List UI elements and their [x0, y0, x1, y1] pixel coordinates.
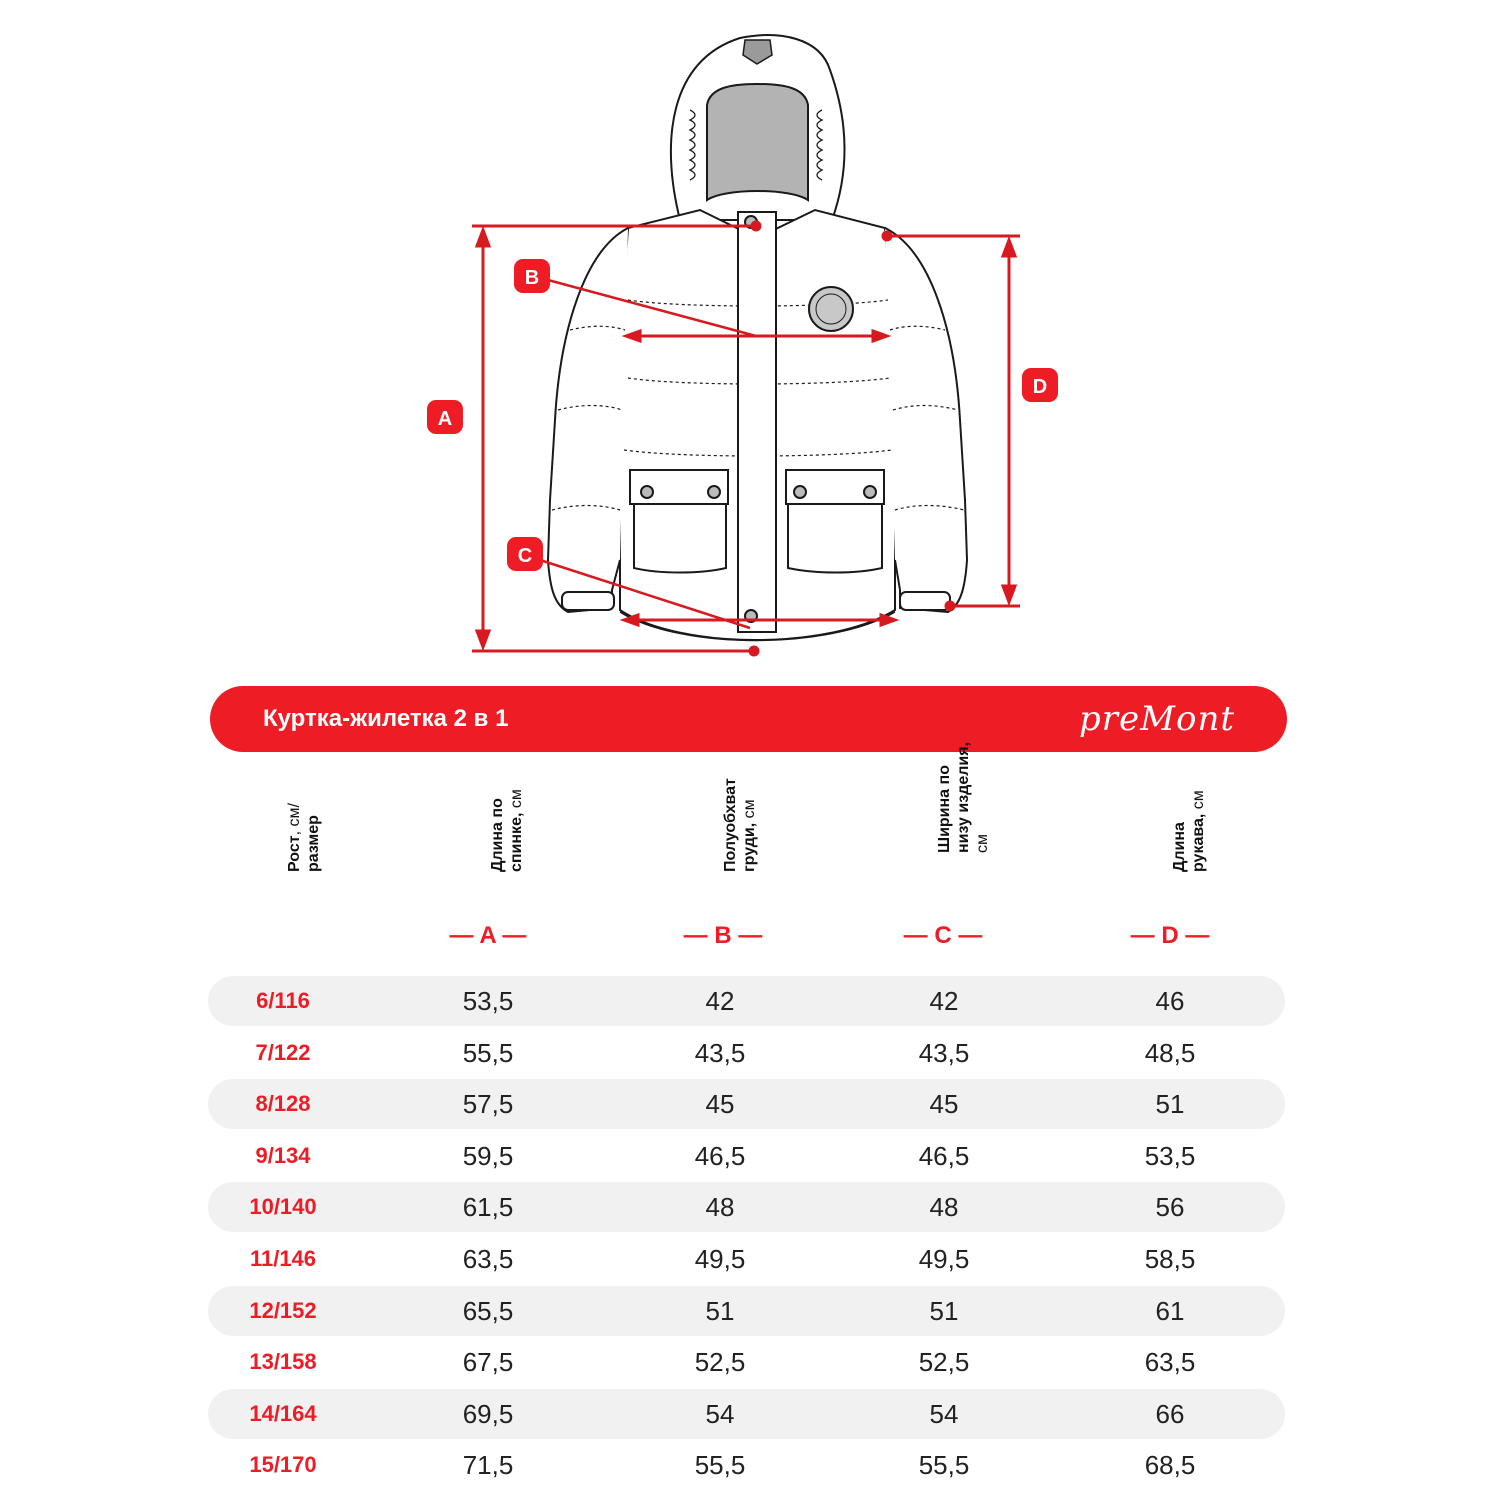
svg-text:A: A — [438, 408, 452, 430]
table-row: 11/146 63,5 49,5 49,5 58,5 — [208, 1234, 1285, 1284]
table-row: 12/152 65,5 51 51 61 — [208, 1285, 1285, 1336]
table-row: 8/128 57,5 45 45 51 — [208, 1079, 1285, 1130]
cell-sleeve-length: 66 — [1155, 1398, 1185, 1429]
cell-chest-half: 46,5 — [694, 1140, 746, 1171]
cell-sleeve-length: 46 — [1155, 986, 1185, 1016]
jacket-diagram: A B C D — [427, 34, 1058, 657]
cell-sleeve-length: 61 — [1155, 1295, 1185, 1326]
label-d: D — [1022, 368, 1058, 402]
brand-logo: preMont — [1079, 699, 1235, 739]
label-a: A — [427, 400, 463, 434]
letter-a: — A — — [449, 922, 527, 949]
cell-chest-half: 49,5 — [694, 1244, 746, 1274]
cell-hem-width: 52,5 — [918, 1347, 970, 1378]
svg-text:B: B — [525, 267, 539, 289]
label-c: C — [507, 537, 543, 571]
table-row: 6/116 53,5 42 42 46 — [208, 976, 1285, 1026]
cell-chest-half: 55,5 — [694, 1450, 746, 1481]
label-b: B — [514, 259, 550, 293]
table-row: 13/158 67,5 52,5 52,5 63,5 — [208, 1337, 1285, 1387]
header-chest-half: Полуобхват груди, см — [722, 778, 758, 872]
product-banner: Куртка-жилетка 2 в 1 preMont — [210, 686, 1287, 752]
cell-hem-width: 51 — [929, 1295, 959, 1326]
cell-size: 9/134 — [255, 1142, 311, 1168]
cell-back-length: 67,5 — [462, 1347, 514, 1378]
cell-sleeve-length: 53,5 — [1144, 1140, 1196, 1171]
cell-back-length: 57,5 — [462, 1089, 514, 1120]
cell-back-length: 71,5 — [462, 1450, 514, 1481]
cell-sleeve-length: 48,5 — [1144, 1037, 1196, 1068]
cell-chest-half: 43,5 — [694, 1037, 746, 1068]
cell-size: 14/164 — [249, 1400, 317, 1426]
table-row: 7/122 55,5 43,5 43,5 48,5 — [208, 1028, 1285, 1078]
cell-hem-width: 42 — [929, 986, 959, 1016]
product-title: Куртка-жилетка 2 в 1 — [263, 705, 509, 732]
cell-sleeve-length: 56 — [1155, 1192, 1185, 1223]
cell-back-length: 53,5 — [462, 986, 514, 1016]
cell-chest-half: 54 — [705, 1398, 735, 1429]
header-back-length: Длина по спинке, см — [489, 789, 525, 872]
cell-chest-half: 48 — [705, 1192, 735, 1223]
letter-d: — D — — [1130, 922, 1210, 949]
cell-back-length: 61,5 — [462, 1192, 514, 1223]
header-sleeve-length: Длина рукава, см — [1171, 790, 1207, 872]
cell-hem-width: 55,5 — [918, 1450, 970, 1481]
cell-size: 8/128 — [255, 1091, 311, 1117]
cell-hem-width: 48 — [929, 1192, 959, 1223]
cell-hem-width: 43,5 — [918, 1037, 970, 1068]
cell-back-length: 55,5 — [462, 1037, 514, 1068]
header-hem-width: Ширина по низу изделия, см — [936, 741, 991, 853]
cell-sleeve-length: 51 — [1155, 1089, 1185, 1120]
cell-size: 7/122 — [255, 1039, 311, 1065]
table-row: 9/134 59,5 46,5 46,5 53,5 — [208, 1131, 1285, 1181]
cell-size: 12/152 — [249, 1297, 317, 1323]
svg-text:D: D — [1033, 376, 1047, 398]
cell-size: 11/146 — [249, 1246, 317, 1271]
letter-b: — B — — [683, 922, 763, 949]
measurement-lines — [472, 220, 1020, 657]
letter-c: — C — — [903, 922, 983, 949]
cell-hem-width: 49,5 — [918, 1244, 970, 1274]
table-row: 14/164 69,5 54 54 66 — [208, 1388, 1285, 1439]
cell-size: 15/170 — [249, 1452, 317, 1478]
table-row: 10/140 61,5 48 48 56 — [208, 1182, 1285, 1233]
cell-back-length: 65,5 — [462, 1295, 514, 1326]
cell-chest-half: 45 — [705, 1089, 735, 1120]
cell-back-length: 69,5 — [462, 1398, 514, 1429]
cell-size: 6/116 — [256, 988, 310, 1013]
cell-sleeve-length: 63,5 — [1144, 1347, 1196, 1378]
cell-hem-width: 45 — [929, 1089, 959, 1120]
cell-back-length: 59,5 — [462, 1140, 514, 1171]
cell-sleeve-length: 68,5 — [1144, 1450, 1196, 1481]
cell-hem-width: 46,5 — [918, 1140, 970, 1171]
cell-hem-width: 54 — [929, 1398, 959, 1429]
cell-size: 10/140 — [249, 1194, 317, 1220]
header-height-size: Рост, см/ размер — [286, 803, 322, 872]
svg-text:C: C — [518, 545, 532, 567]
cell-size: 13/158 — [249, 1349, 317, 1375]
cell-chest-half: 52,5 — [694, 1347, 746, 1378]
cell-chest-half: 51 — [705, 1295, 735, 1326]
jacket-drawing — [546, 34, 969, 642]
table-row: 15/170 71,5 55,5 55,5 68,5 — [208, 1440, 1285, 1490]
cell-sleeve-length: 58,5 — [1144, 1244, 1196, 1274]
cell-back-length: 63,5 — [462, 1244, 514, 1274]
cell-chest-half: 42 — [705, 986, 735, 1016]
